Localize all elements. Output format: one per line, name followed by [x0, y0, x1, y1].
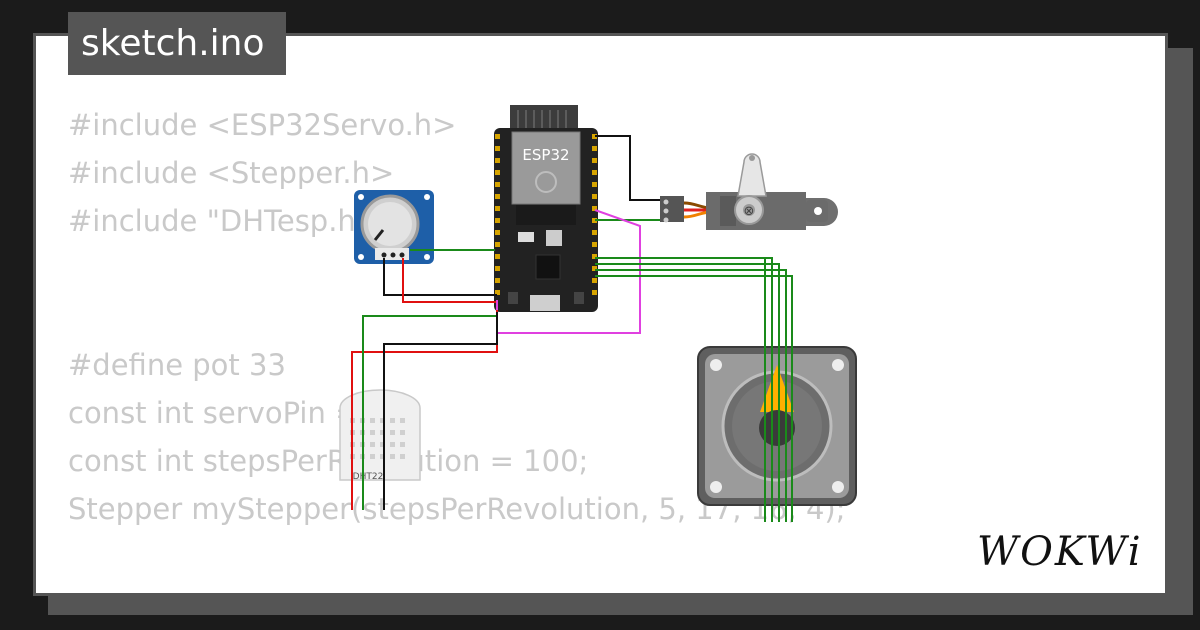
canvas-panel [33, 33, 1168, 596]
potentiometer[interactable] [354, 190, 434, 264]
servo-motor[interactable]: ⊗ [660, 153, 838, 230]
dht22-sensor[interactable]: DHT22 [339, 389, 421, 482]
servo-screw-icon: ⊗ [744, 204, 755, 219]
code-line-1: #include <ESP32Servo.h> [68, 108, 457, 142]
file-title-tab[interactable]: sketch.ino [68, 12, 286, 75]
code-line-4: #define pot 33 [68, 348, 286, 382]
dht22-label: DHT22 [353, 472, 384, 482]
code-line-3: #include "DHTesp.h" [68, 204, 370, 238]
esp32-label: ESP32 [522, 146, 569, 164]
code-line-2: #include <Stepper.h> [68, 156, 395, 190]
esp32-pins-right [592, 134, 597, 295]
espressif-logo-icon [535, 171, 557, 193]
wokwi-logo-text: WOKWi [977, 529, 1143, 575]
file-title: sketch.ino [81, 23, 265, 64]
potentiometer-knob-indicator[interactable] [373, 229, 385, 241]
wires [351, 135, 793, 522]
esp32-pins-left [495, 134, 500, 295]
stepper-motor[interactable] [697, 346, 857, 506]
usb-port [530, 295, 560, 311]
wokwi-logo: WOKWi [977, 529, 1143, 575]
esp32-board[interactable]: ESP32 [494, 105, 598, 312]
servo-horn [737, 153, 767, 197]
